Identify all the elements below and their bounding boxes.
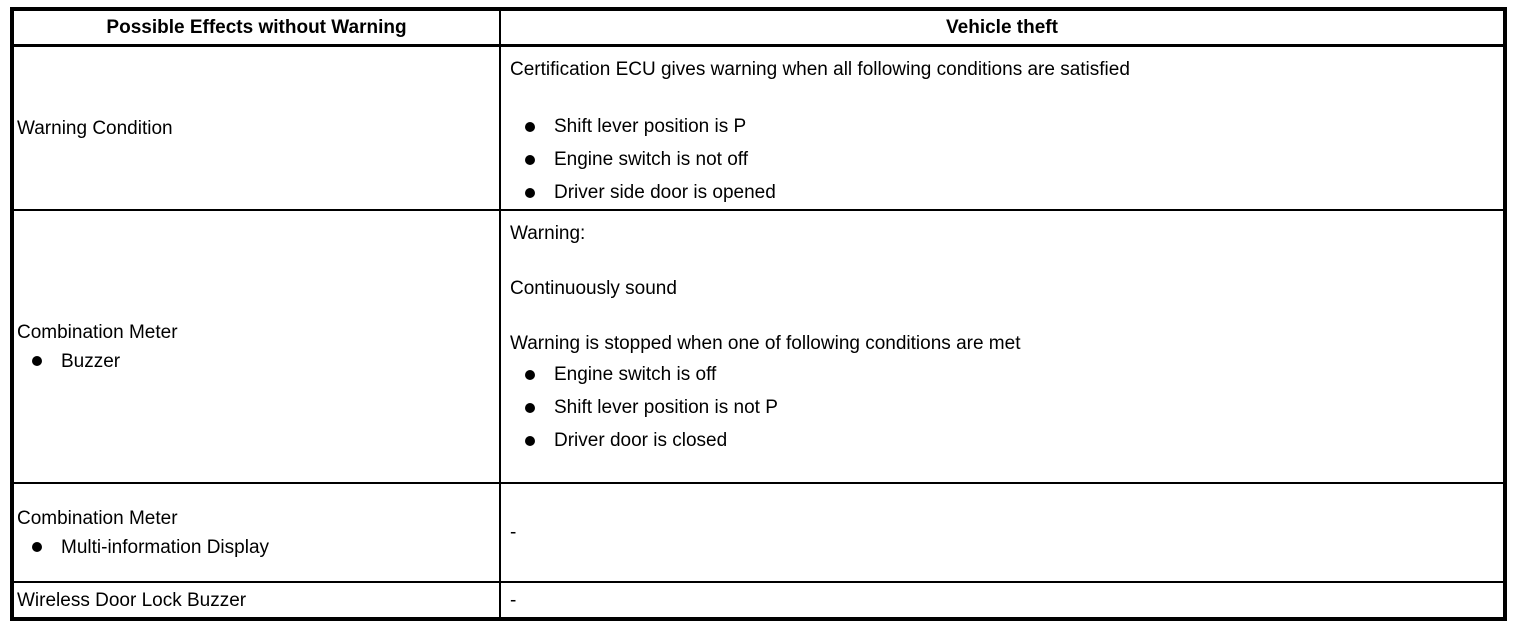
row-label-cell: Warning Condition xyxy=(14,47,501,209)
list-item: Buzzer xyxy=(17,347,493,376)
wireless-buzzer-detail-cell: - xyxy=(501,583,1503,617)
condition-list: Shift lever position is P Engine switch … xyxy=(510,110,1491,209)
row-label-sublist: Buzzer xyxy=(17,347,493,376)
bullet-icon xyxy=(525,402,535,413)
list-item: Driver side door is opened xyxy=(510,176,1491,209)
cell-value: - xyxy=(510,589,517,611)
row-label: Warning Condition xyxy=(17,117,173,139)
list-item: Engine switch is off xyxy=(510,358,1491,391)
list-item: Engine switch is not off xyxy=(510,143,1491,176)
table-row-combination-meter-display: Combination Meter Multi-information Disp… xyxy=(14,482,1503,581)
cell-paragraph: Continuously sound xyxy=(510,278,677,299)
bullet-text: Engine switch is not off xyxy=(554,149,748,170)
row-label: Wireless Door Lock Buzzer xyxy=(17,589,247,611)
bullet-text: Shift lever position is not P xyxy=(554,397,778,418)
bullet-text: Shift lever position is P xyxy=(554,116,747,137)
bullet-text: Driver side door is opened xyxy=(554,182,776,203)
list-item: Driver door is closed xyxy=(510,424,1491,457)
row-label-cell: Combination Meter Multi-information Disp… xyxy=(14,484,501,581)
bullet-icon xyxy=(525,187,535,198)
bullet-icon xyxy=(525,369,535,380)
bullet-icon xyxy=(525,154,535,165)
bullet-text: Engine switch is off xyxy=(554,364,717,385)
column-header-vehicle-theft: Vehicle theft xyxy=(501,11,1503,44)
bullet-text: Multi-information Display xyxy=(61,536,270,558)
buzzer-warning-detail-cell: Warning: Continuously sound Warning is s… xyxy=(501,211,1503,482)
table-row-combination-meter-buzzer: Combination Meter Buzzer Warning: Contin… xyxy=(14,209,1503,482)
bullet-icon xyxy=(525,121,535,132)
stop-condition-list: Engine switch is off Shift lever positio… xyxy=(510,358,1491,457)
list-item: Multi-information Display xyxy=(17,533,493,562)
row-label: Combination Meter xyxy=(17,321,178,343)
cell-paragraph: Warning: xyxy=(510,223,586,244)
bullet-text: Buzzer xyxy=(61,350,121,372)
list-item: Shift lever position is P xyxy=(510,110,1491,143)
cell-paragraph: Warning is stopped when one of following… xyxy=(510,333,1021,354)
bullet-text: Driver door is closed xyxy=(554,430,728,451)
vehicle-theft-warning-table: Possible Effects without Warning Vehicle… xyxy=(10,7,1507,621)
display-detail-cell: - xyxy=(501,484,1503,581)
column-header-possible-effects: Possible Effects without Warning xyxy=(14,11,501,44)
cell-value: - xyxy=(510,522,517,543)
table-row-wireless-door-lock-buzzer: Wireless Door Lock Buzzer - xyxy=(14,581,1503,617)
row-label-cell: Combination Meter Buzzer xyxy=(14,211,501,482)
bullet-icon xyxy=(32,356,42,366)
warning-condition-detail-cell: Certification ECU gives warning when all… xyxy=(501,47,1503,209)
column-header-vehicle-theft-label: Vehicle theft xyxy=(946,16,1058,38)
cell-paragraph: Certification ECU gives warning when all… xyxy=(510,59,1130,80)
row-label-sublist: Multi-information Display xyxy=(17,533,493,562)
list-item: Shift lever position is not P xyxy=(510,391,1491,424)
bullet-icon xyxy=(32,542,42,552)
bullet-icon xyxy=(525,435,535,446)
table-header-row: Possible Effects without Warning Vehicle… xyxy=(14,11,1503,47)
column-header-possible-effects-label: Possible Effects without Warning xyxy=(106,16,407,38)
table-row-warning-condition: Warning Condition Certification ECU give… xyxy=(14,47,1503,209)
row-label-cell: Wireless Door Lock Buzzer xyxy=(14,583,501,617)
row-label: Combination Meter xyxy=(17,507,178,529)
